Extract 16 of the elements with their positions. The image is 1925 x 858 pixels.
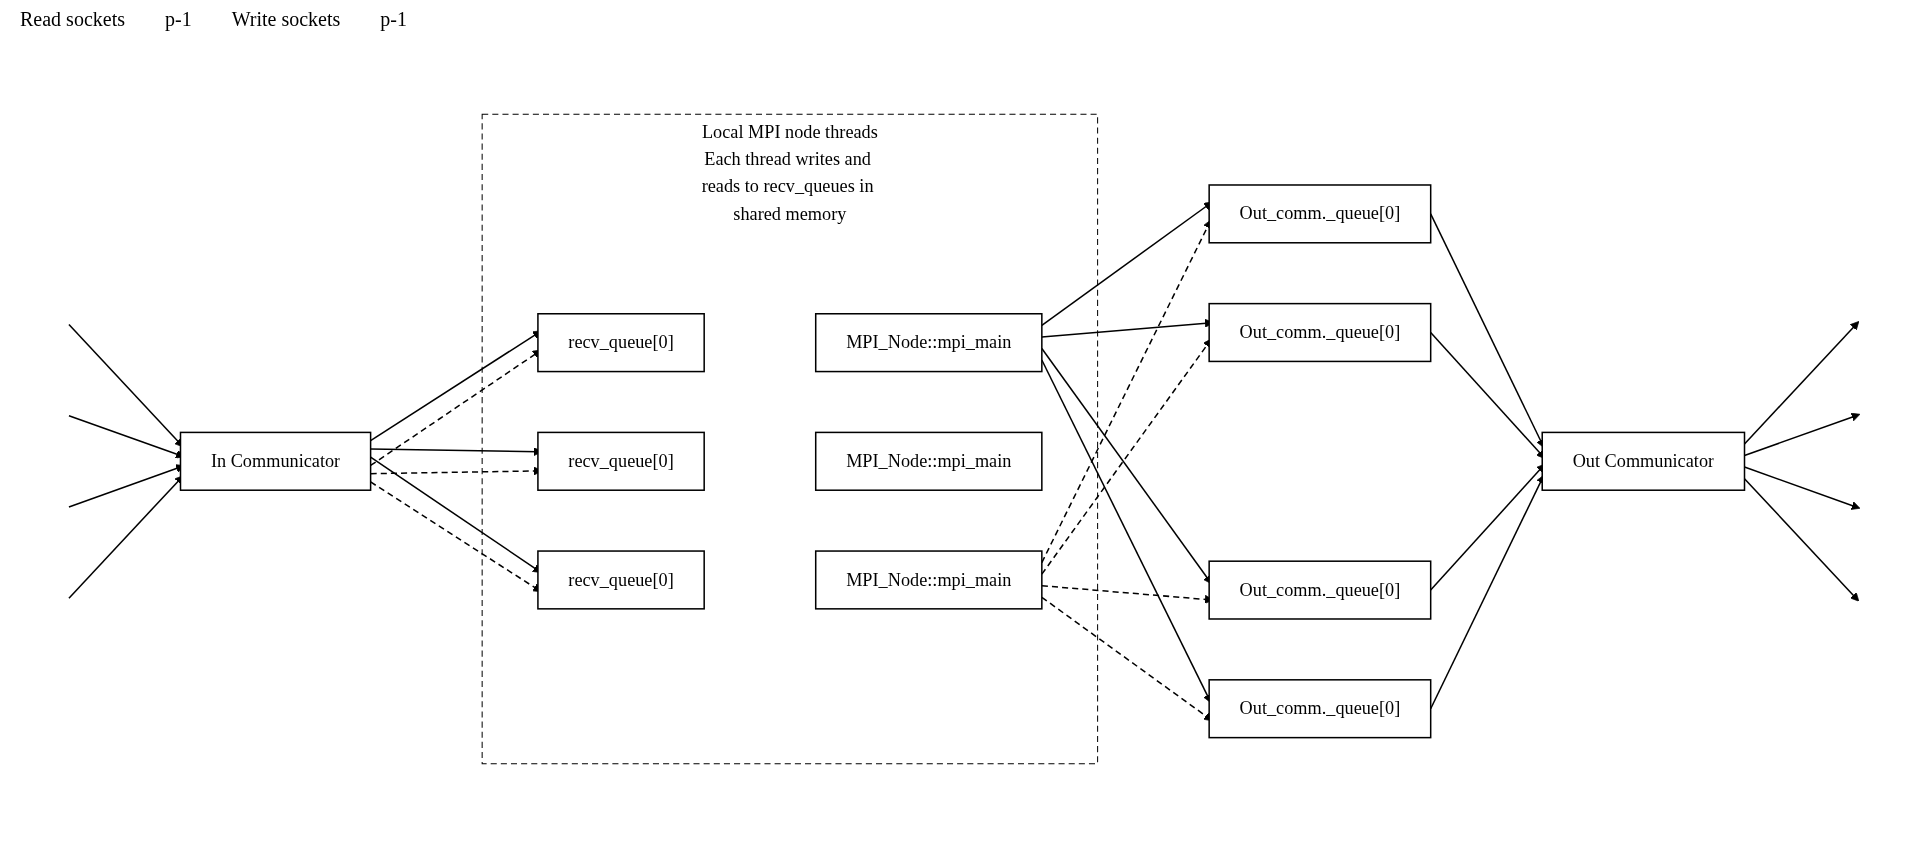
note-text: p-1	[380, 8, 407, 31]
node-box: Out_comm._queue[0]	[1208, 184, 1432, 244]
node-box: MPI_Node::mpi_main	[814, 431, 1043, 491]
node-box: In Communicator	[179, 431, 372, 491]
note-text: Write sockets	[231, 8, 341, 31]
node-box: MPI_Node::mpi_main	[814, 313, 1043, 373]
node-box: Out Communicator	[1541, 431, 1746, 491]
node-box: Out_comm._queue[0]	[1208, 679, 1432, 739]
node-box: recv_queue[0]	[537, 313, 705, 373]
node-box: recv_queue[0]	[537, 431, 705, 491]
node-box: MPI_Node::mpi_main	[814, 550, 1043, 610]
node-box: Out_comm._queue[0]	[1208, 302, 1432, 363]
note-text: p-1	[165, 8, 192, 31]
node-box: recv_queue[0]	[537, 550, 705, 610]
node-box: Out_comm._queue[0]	[1208, 560, 1432, 620]
note-text: Read sockets	[20, 8, 125, 31]
